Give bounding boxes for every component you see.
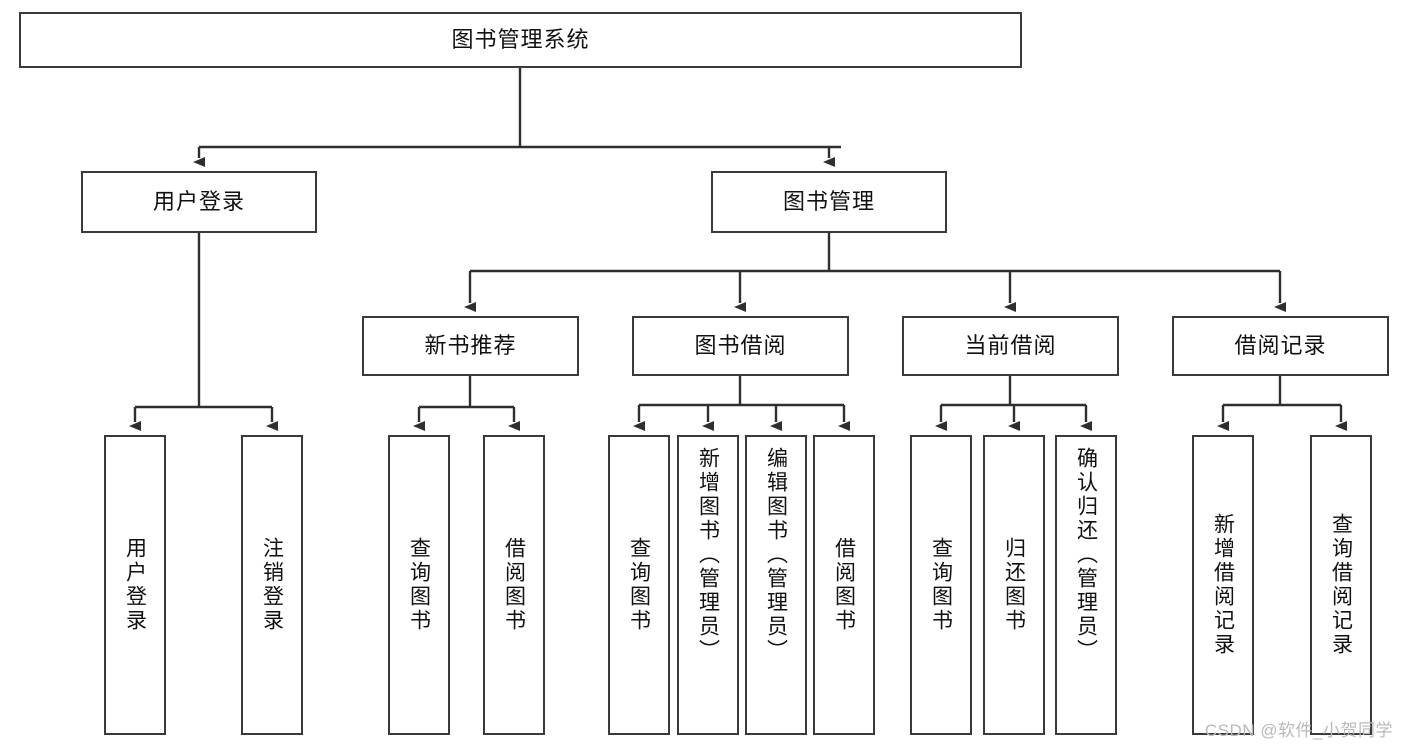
leaf-borrow-book-label: 借阅图书 <box>832 537 856 633</box>
leaf-confirm-return[interactable]: 确认归还（管理员） <box>1055 435 1117 735</box>
leaf-return-book-label: 归还图书 <box>1002 537 1026 633</box>
leaf-query-book-recommend-label: 查询图书 <box>407 537 431 633</box>
node-borrow-record[interactable]: 借阅记录 <box>1172 316 1389 376</box>
leaf-add-borrow-record[interactable]: 新增借阅记录 <box>1192 435 1254 735</box>
leaf-borrow-book-recommend-label: 借阅图书 <box>502 537 526 633</box>
node-root[interactable]: 图书管理系统 <box>19 12 1022 68</box>
leaf-user-logout[interactable]: 注销登录 <box>241 435 303 735</box>
node-current-borrow-label: 当前借阅 <box>964 333 1057 359</box>
leaf-borrow-book-recommend[interactable]: 借阅图书 <box>483 435 545 735</box>
leaf-query-book-borrow-label: 查询图书 <box>627 537 651 633</box>
leaf-user-login-label: 用户登录 <box>123 537 147 633</box>
leaf-confirm-return-label: 确认归还（管理员） <box>1074 447 1098 663</box>
leaf-query-book-borrow[interactable]: 查询图书 <box>608 435 670 735</box>
node-book-management[interactable]: 图书管理 <box>711 171 947 233</box>
leaf-edit-book-label: 编辑图书（管理员） <box>764 447 788 663</box>
node-book-management-label: 图书管理 <box>782 189 875 215</box>
leaf-query-borrow-record-label: 查询借阅记录 <box>1329 513 1353 657</box>
node-current-borrow[interactable]: 当前借阅 <box>902 316 1119 376</box>
leaf-add-book-label: 新增图书（管理员） <box>696 447 720 663</box>
leaf-add-book[interactable]: 新增图书（管理员） <box>677 435 739 735</box>
watermark-text: CSDN @软件_小贺同学 <box>1204 721 1393 740</box>
leaf-borrow-book[interactable]: 借阅图书 <box>813 435 875 735</box>
node-book-borrow[interactable]: 图书借阅 <box>632 316 849 376</box>
node-book-borrow-label: 图书借阅 <box>694 333 787 359</box>
leaf-query-book-current-label: 查询图书 <box>929 537 953 633</box>
node-borrow-record-label: 借阅记录 <box>1234 333 1327 359</box>
leaf-query-borrow-record[interactable]: 查询借阅记录 <box>1310 435 1372 735</box>
node-user-login-label: 用户登录 <box>152 189 245 215</box>
leaf-user-logout-label: 注销登录 <box>260 537 284 633</box>
leaf-query-book-recommend[interactable]: 查询图书 <box>388 435 450 735</box>
leaf-return-book[interactable]: 归还图书 <box>983 435 1045 735</box>
leaf-user-login[interactable]: 用户登录 <box>104 435 166 735</box>
node-new-book-recommend-label: 新书推荐 <box>424 333 517 359</box>
leaf-add-borrow-record-label: 新增借阅记录 <box>1211 513 1235 657</box>
node-new-book-recommend[interactable]: 新书推荐 <box>362 316 579 376</box>
node-user-login[interactable]: 用户登录 <box>81 171 317 233</box>
leaf-query-book-current[interactable]: 查询图书 <box>910 435 972 735</box>
leaf-edit-book[interactable]: 编辑图书（管理员） <box>745 435 807 735</box>
node-root-label: 图书管理系统 <box>451 27 590 53</box>
